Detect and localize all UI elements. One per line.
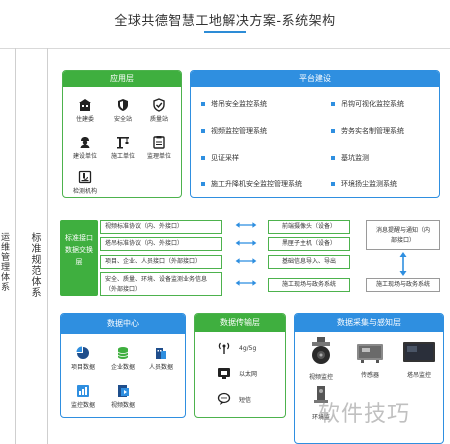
- double-arrow-icon: [235, 258, 257, 264]
- platform-item-hook-visual[interactable]: 吊钩可视化监控系统: [331, 99, 404, 109]
- notice-box[interactable]: 消息提醒与通知（内部接口）: [366, 220, 440, 250]
- crane-icon: [117, 137, 129, 149]
- double-arrow-icon: [235, 240, 257, 246]
- bullet-icon: [201, 182, 205, 186]
- ethernet-icon: [218, 368, 230, 379]
- protocol-project-enterprise[interactable]: 项目、企业、人员接口（外部接口）: [100, 255, 222, 269]
- app-item-testing[interactable]: 检测机构: [65, 170, 105, 195]
- environment-device-icon: [314, 386, 328, 403]
- data-item-video[interactable]: 视频数据: [103, 384, 143, 409]
- protocol-business-info[interactable]: 安全、质量、环境、设备监测业务信息（外部接口）: [100, 272, 222, 296]
- standards-label: 标准规范体系: [29, 232, 40, 298]
- collect-item-environment[interactable]: 环境监: [301, 384, 341, 421]
- chat-icon: [217, 392, 231, 405]
- app-item-owner[interactable]: 建设单位: [65, 135, 105, 160]
- transport-item-sms[interactable]: 短信: [217, 392, 251, 406]
- building-icon: [79, 99, 91, 111]
- app-layer-panel: 应用层 住建委 安全站 质量站 建设单位 施工单位 监理单位 检测机构: [62, 70, 182, 198]
- data-item-enterprise[interactable]: 企业数据: [103, 346, 143, 371]
- app-item-quality[interactable]: 质量站: [139, 98, 179, 123]
- platform-item-pit[interactable]: 基坑监测: [331, 153, 369, 163]
- bullet-icon: [201, 129, 205, 133]
- app-item-contractor[interactable]: 施工单位: [103, 135, 143, 160]
- people-icon: [156, 348, 166, 359]
- double-arrow-icon: [235, 222, 257, 228]
- sensor-box-icon: [357, 344, 383, 363]
- data-item-project[interactable]: 项目数据: [63, 346, 103, 371]
- protocol-video[interactable]: 视频标准协议（内、外接口）: [100, 220, 222, 234]
- video-file-icon: [118, 385, 129, 397]
- data-item-monitor[interactable]: 监控数据: [63, 384, 103, 409]
- collect-item-video[interactable]: 视频监控: [301, 336, 341, 381]
- platform-panel: 平台建设 塔吊安全监控系统 吊钩可视化监控系统 视频监控管理系统 劳务实名制管理…: [190, 70, 440, 198]
- top-divider: [0, 48, 450, 49]
- data-item-people[interactable]: 人员数据: [141, 346, 181, 371]
- app-item-safety[interactable]: 安全站: [103, 98, 143, 123]
- pie-chart-icon: [76, 346, 89, 359]
- exchange-hub[interactable]: 标准接口数据交换层: [60, 220, 98, 296]
- peer-blackbox[interactable]: 黑匣子主机（设备）: [268, 237, 350, 251]
- collect-item-sensor[interactable]: 传感器: [350, 340, 390, 379]
- left-divider-outer: [15, 48, 16, 444]
- watermark: 软件技巧: [318, 402, 411, 427]
- ops-management-label: 运维管理体系: [0, 232, 9, 292]
- shield-icon: [118, 99, 128, 111]
- platform-item-dust[interactable]: 环境扬尘监测系统: [331, 179, 397, 189]
- platform-title: 平台建设: [191, 71, 439, 87]
- bullet-icon: [331, 102, 335, 106]
- user-helmet-icon: [80, 137, 90, 148]
- platform-item-sampling[interactable]: 见证采样: [201, 153, 239, 163]
- display-panel-icon: [403, 342, 435, 362]
- collect-item-tower-crane[interactable]: 塔吊监控: [397, 340, 441, 379]
- collect-panel: 数据采集与感知层 视频监控 传感器 塔吊监控 环境监: [294, 313, 444, 444]
- collect-title: 数据采集与感知层: [295, 314, 443, 332]
- database-icon: [117, 347, 129, 359]
- peer-camera[interactable]: 前端摄像头（设备）: [268, 220, 350, 234]
- left-divider-inner: [47, 48, 48, 444]
- platform-item-tower-crane[interactable]: 塔吊安全监控系统: [201, 99, 267, 109]
- dome-camera-icon: [312, 337, 330, 364]
- bullet-icon: [201, 102, 205, 106]
- app-layer-title: 应用层: [63, 71, 181, 87]
- gov-system-box[interactable]: 施工现场与政务系统: [366, 278, 440, 292]
- double-arrow-icon: [235, 280, 257, 286]
- page-title: 全球共德智慧工地解决方案-系统架构: [114, 14, 336, 29]
- peer-gov-system[interactable]: 施工现场与政务系统: [268, 278, 350, 292]
- platform-item-video[interactable]: 视频监控管理系统: [201, 126, 267, 136]
- microscope-icon: [78, 170, 92, 184]
- bullet-icon: [331, 129, 335, 133]
- data-center-panel: 数据中心 项目数据 企业数据 人员数据 监控数据 视频数据: [60, 313, 186, 418]
- vertical-double-arrow-icon: [399, 252, 407, 276]
- bullet-icon: [331, 182, 335, 186]
- antenna-icon: [218, 342, 230, 354]
- transport-panel: 数据传输层 4g/5g 以太网 短信: [194, 313, 286, 418]
- clipboard-icon: [153, 136, 165, 149]
- title-underline: [204, 31, 246, 33]
- bullet-icon: [331, 156, 335, 160]
- peer-basic-info[interactable]: 基础信息导入、导出: [268, 255, 350, 269]
- app-item-supervisor[interactable]: 监理单位: [139, 135, 179, 160]
- platform-item-hoist[interactable]: 施工升降机安全监控管理系统: [201, 179, 302, 189]
- check-shield-icon: [153, 98, 165, 112]
- monitor-chart-icon: [77, 385, 89, 397]
- data-center-title: 数据中心: [61, 314, 185, 334]
- protocol-tower-crane[interactable]: 塔吊标准协议（内、外接口）: [100, 237, 222, 251]
- bullet-icon: [201, 156, 205, 160]
- transport-item-ethernet[interactable]: 以太网: [217, 366, 257, 380]
- app-item-housing[interactable]: 住建委: [65, 98, 105, 123]
- transport-item-cellular[interactable]: 4g/5g: [217, 341, 256, 355]
- transport-title: 数据传输层: [195, 314, 285, 332]
- platform-item-labor[interactable]: 劳务实名制管理系统: [331, 126, 404, 136]
